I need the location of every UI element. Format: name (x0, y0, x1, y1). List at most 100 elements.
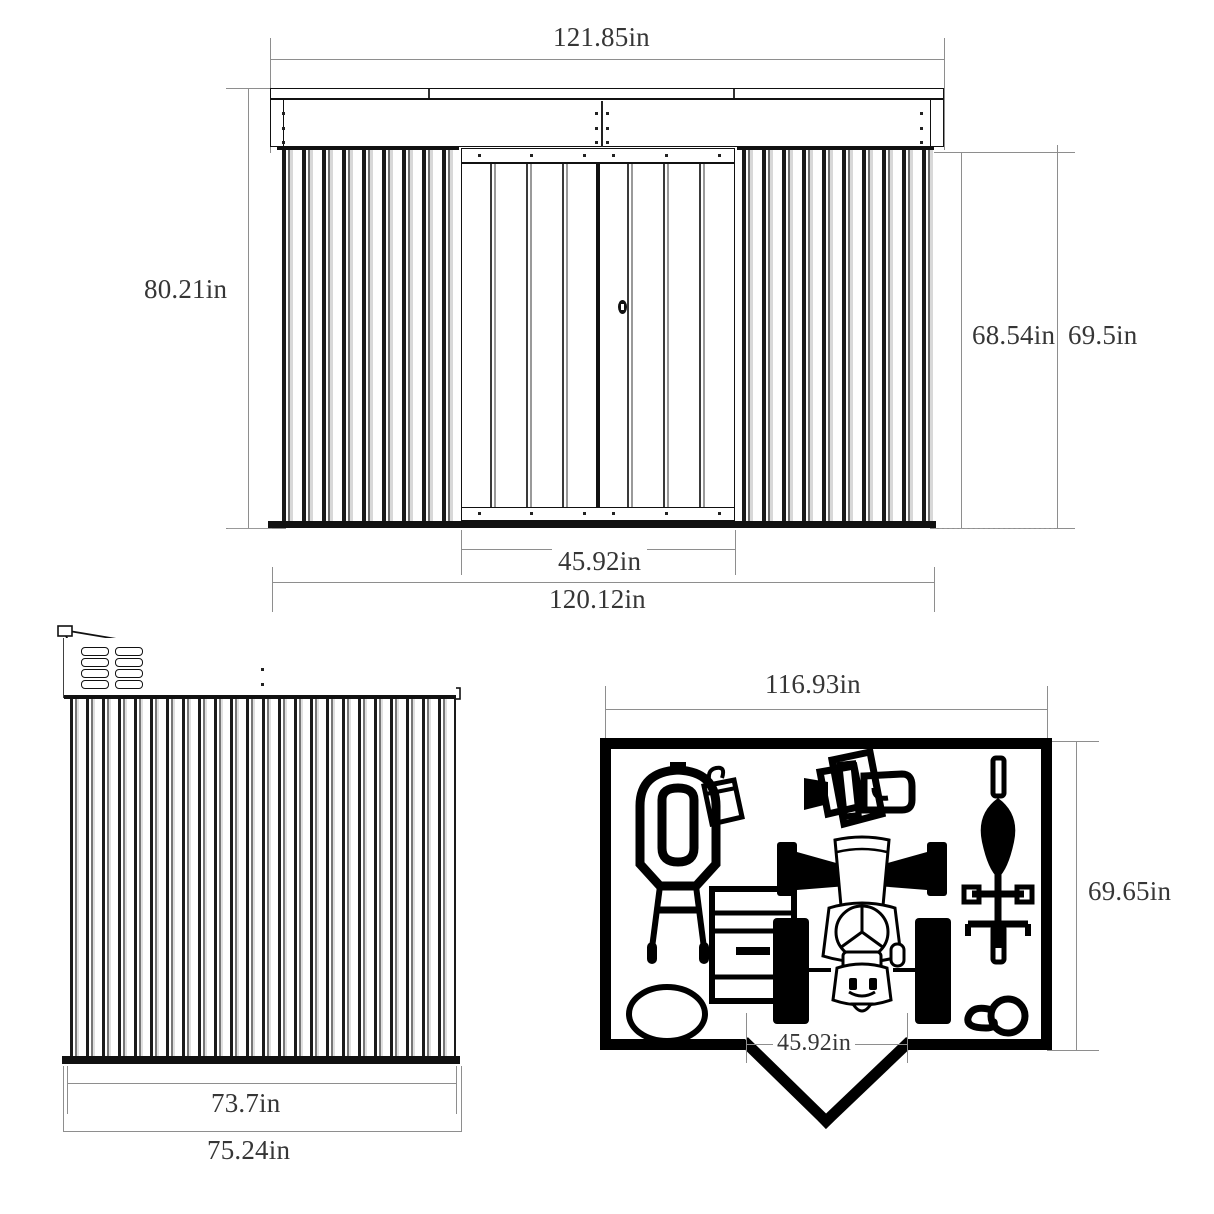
door-header-rivet (718, 154, 721, 157)
lawn-trimmer-icon (804, 747, 916, 829)
door-leaf-left[interactable] (461, 163, 598, 516)
fascia-center-mullion (601, 101, 603, 147)
dim-737-ext-right (456, 1066, 457, 1114)
dim-7524-ext-left (63, 1066, 64, 1132)
door-rail-rivet (718, 512, 721, 515)
vent-louver-icon (81, 658, 109, 667)
dim-4592f-ext-left (461, 530, 462, 575)
fascia-rivet (595, 127, 598, 130)
door-header-rivet (665, 154, 668, 157)
front-elevation-view: 121.85in 80.21in 68.54in 69.5in 45.92in … (144, 22, 1138, 614)
vent-louver-icon (81, 669, 109, 678)
dim-69-line (1057, 145, 1058, 528)
dim-80-ext-top (226, 88, 286, 89)
dim-68-line (961, 152, 962, 528)
roof-panel (270, 88, 944, 99)
vent-louver-icon (81, 680, 109, 689)
door-header-rivet (583, 154, 586, 157)
plan-wall-left (600, 738, 611, 1050)
plan-wall-bottom-left (600, 1039, 745, 1050)
door-rail-rivet (583, 512, 586, 515)
dim-737-label: 73.7in (211, 1088, 281, 1118)
ground-line-right (934, 528, 1054, 529)
side-roof-cap-left (57, 625, 73, 637)
plan-wall-right (1041, 738, 1052, 1050)
roof-seam-right (733, 89, 735, 98)
floor-plan-view: 116.93in 69.65in 45.92in (560, 650, 1214, 1214)
fascia-rivet (920, 112, 923, 115)
side-gable-rivet (261, 683, 264, 686)
dim-4592p-label: 45.92in (773, 1030, 856, 1057)
door-center-stile (596, 163, 600, 516)
door-rail-rivet (530, 512, 533, 515)
plan-door-leaves-svg (740, 1037, 914, 1129)
door-rail-rivet (665, 512, 668, 515)
dim-120-line (272, 582, 935, 583)
door-rail-rivet (612, 512, 615, 515)
dim-6965-line (1076, 741, 1077, 1051)
dim-4592p-ext-left (746, 1013, 747, 1063)
vent-louver-icon (81, 647, 109, 656)
door-header (461, 148, 735, 163)
dim-80-line (248, 88, 249, 528)
fascia-rivet (920, 141, 923, 144)
door-header-rivet (530, 154, 533, 157)
dim-116-line (605, 709, 1048, 710)
wall-top-trim-right (737, 147, 934, 150)
vent-louver-icon (115, 669, 143, 678)
dim-120-ext-left (272, 567, 273, 612)
dim-4592p-ext-right (907, 1013, 908, 1063)
fascia-rivet (606, 141, 609, 144)
fascia-rivet (282, 112, 285, 115)
dim-4592f-label: 45.92in (552, 546, 648, 577)
plan-wall-bottom-right (907, 1039, 1052, 1050)
dim-121-label: 121.85in (553, 22, 650, 52)
fascia-rivet (606, 112, 609, 115)
roof-seam-left (428, 89, 430, 98)
dim-121-ext-right (944, 38, 945, 150)
wall-panel-right (737, 148, 934, 524)
dim-116-label: 116.93in (765, 669, 861, 699)
dim-6965-label: 69.65in (1088, 876, 1172, 906)
plan-door-leaf-right (818, 1037, 914, 1129)
vent-louver-icon (115, 647, 143, 656)
wall-panel-left (277, 148, 459, 524)
dim-6965-ext-top (1047, 741, 1099, 742)
dim-6965-ext-bottom (1047, 1050, 1099, 1051)
door-header-rivet (612, 154, 615, 157)
fascia-rivet (920, 127, 923, 130)
plan-door-leaf-left (740, 1037, 834, 1129)
dim-737-line (67, 1083, 457, 1084)
door-handle-keyhole-icon (621, 304, 624, 310)
dim-120-ext-right (934, 567, 935, 612)
side-gable-rivet (261, 668, 264, 671)
dim-7524-label: 75.24in (207, 1135, 291, 1165)
door-leaf-right[interactable] (598, 163, 735, 516)
fascia-rivet (595, 141, 598, 144)
dim-121-line (270, 59, 945, 60)
dim-120-label: 120.12in (549, 584, 646, 614)
wheelbarrow-icon (635, 762, 721, 964)
vent-louver-icon (115, 658, 143, 667)
side-base-sill (62, 1056, 460, 1064)
side-wall-top-trim (64, 695, 456, 699)
garden-hose-icon (964, 995, 1029, 1037)
wall-top-trim-left (277, 147, 459, 150)
fascia-rivet (606, 127, 609, 130)
door-rail-rivet (478, 512, 481, 515)
side-elevation-view: 73.7in 75.24in (0, 600, 520, 1214)
dim-116-ext-right (1047, 686, 1048, 738)
door-header-rivet (478, 154, 481, 157)
dim-7524-line (63, 1131, 462, 1132)
dim-116-ext-left (605, 686, 606, 738)
riding-mower-icon (773, 835, 951, 1024)
fascia-rivet (282, 127, 285, 130)
vent-louver-icon (115, 680, 143, 689)
door-leaf-left-ribs (468, 164, 592, 515)
dim-69-label: 69.5in (1068, 320, 1138, 350)
fascia-rivet (282, 141, 285, 144)
dim-80-label: 80.21in (144, 274, 228, 304)
dim-68-ext-top (930, 152, 1075, 153)
dim-68-label: 68.54in (972, 320, 1056, 350)
tire-icon (626, 984, 708, 1044)
